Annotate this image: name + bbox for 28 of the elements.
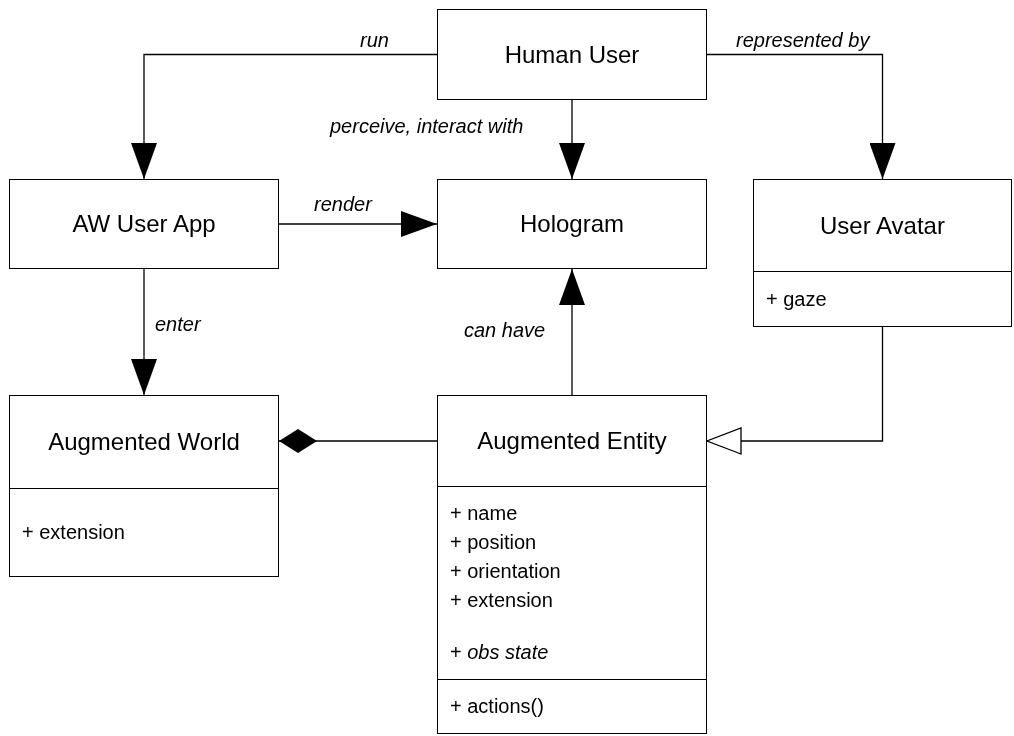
connector: [278, 429, 438, 453]
class-box: [437, 9, 707, 100]
class-name: Augmented Entity: [477, 426, 667, 456]
connector: [131, 268, 157, 396]
class-method: + actions(): [450, 694, 545, 719]
connector: [559, 99, 585, 180]
class-attribute: + extension: [450, 588, 554, 613]
class-box: [9, 395, 279, 577]
class-attribute: + obs state: [450, 640, 550, 665]
connector: [706, 53, 896, 180]
class-name: Augmented World: [48, 427, 240, 457]
class-box: [437, 395, 707, 734]
class-name: User Avatar: [820, 210, 945, 241]
class-attribute: + orientation: [450, 559, 562, 584]
class-attribute: + name: [450, 501, 519, 526]
class-attribute: + position: [450, 530, 538, 555]
class-name: AW User App: [72, 209, 216, 239]
connector: [706, 326, 884, 455]
connector: [559, 268, 585, 396]
class-name: Hologram: [519, 209, 624, 239]
class-name: Human User: [504, 39, 640, 70]
class-attribute: + gaze: [766, 286, 828, 312]
class-box: [437, 179, 707, 269]
connector: [278, 211, 438, 237]
class-attribute: + extension: [22, 520, 126, 545]
class-box: [9, 179, 279, 269]
connector: [131, 53, 438, 180]
class-box: [753, 179, 1012, 327]
